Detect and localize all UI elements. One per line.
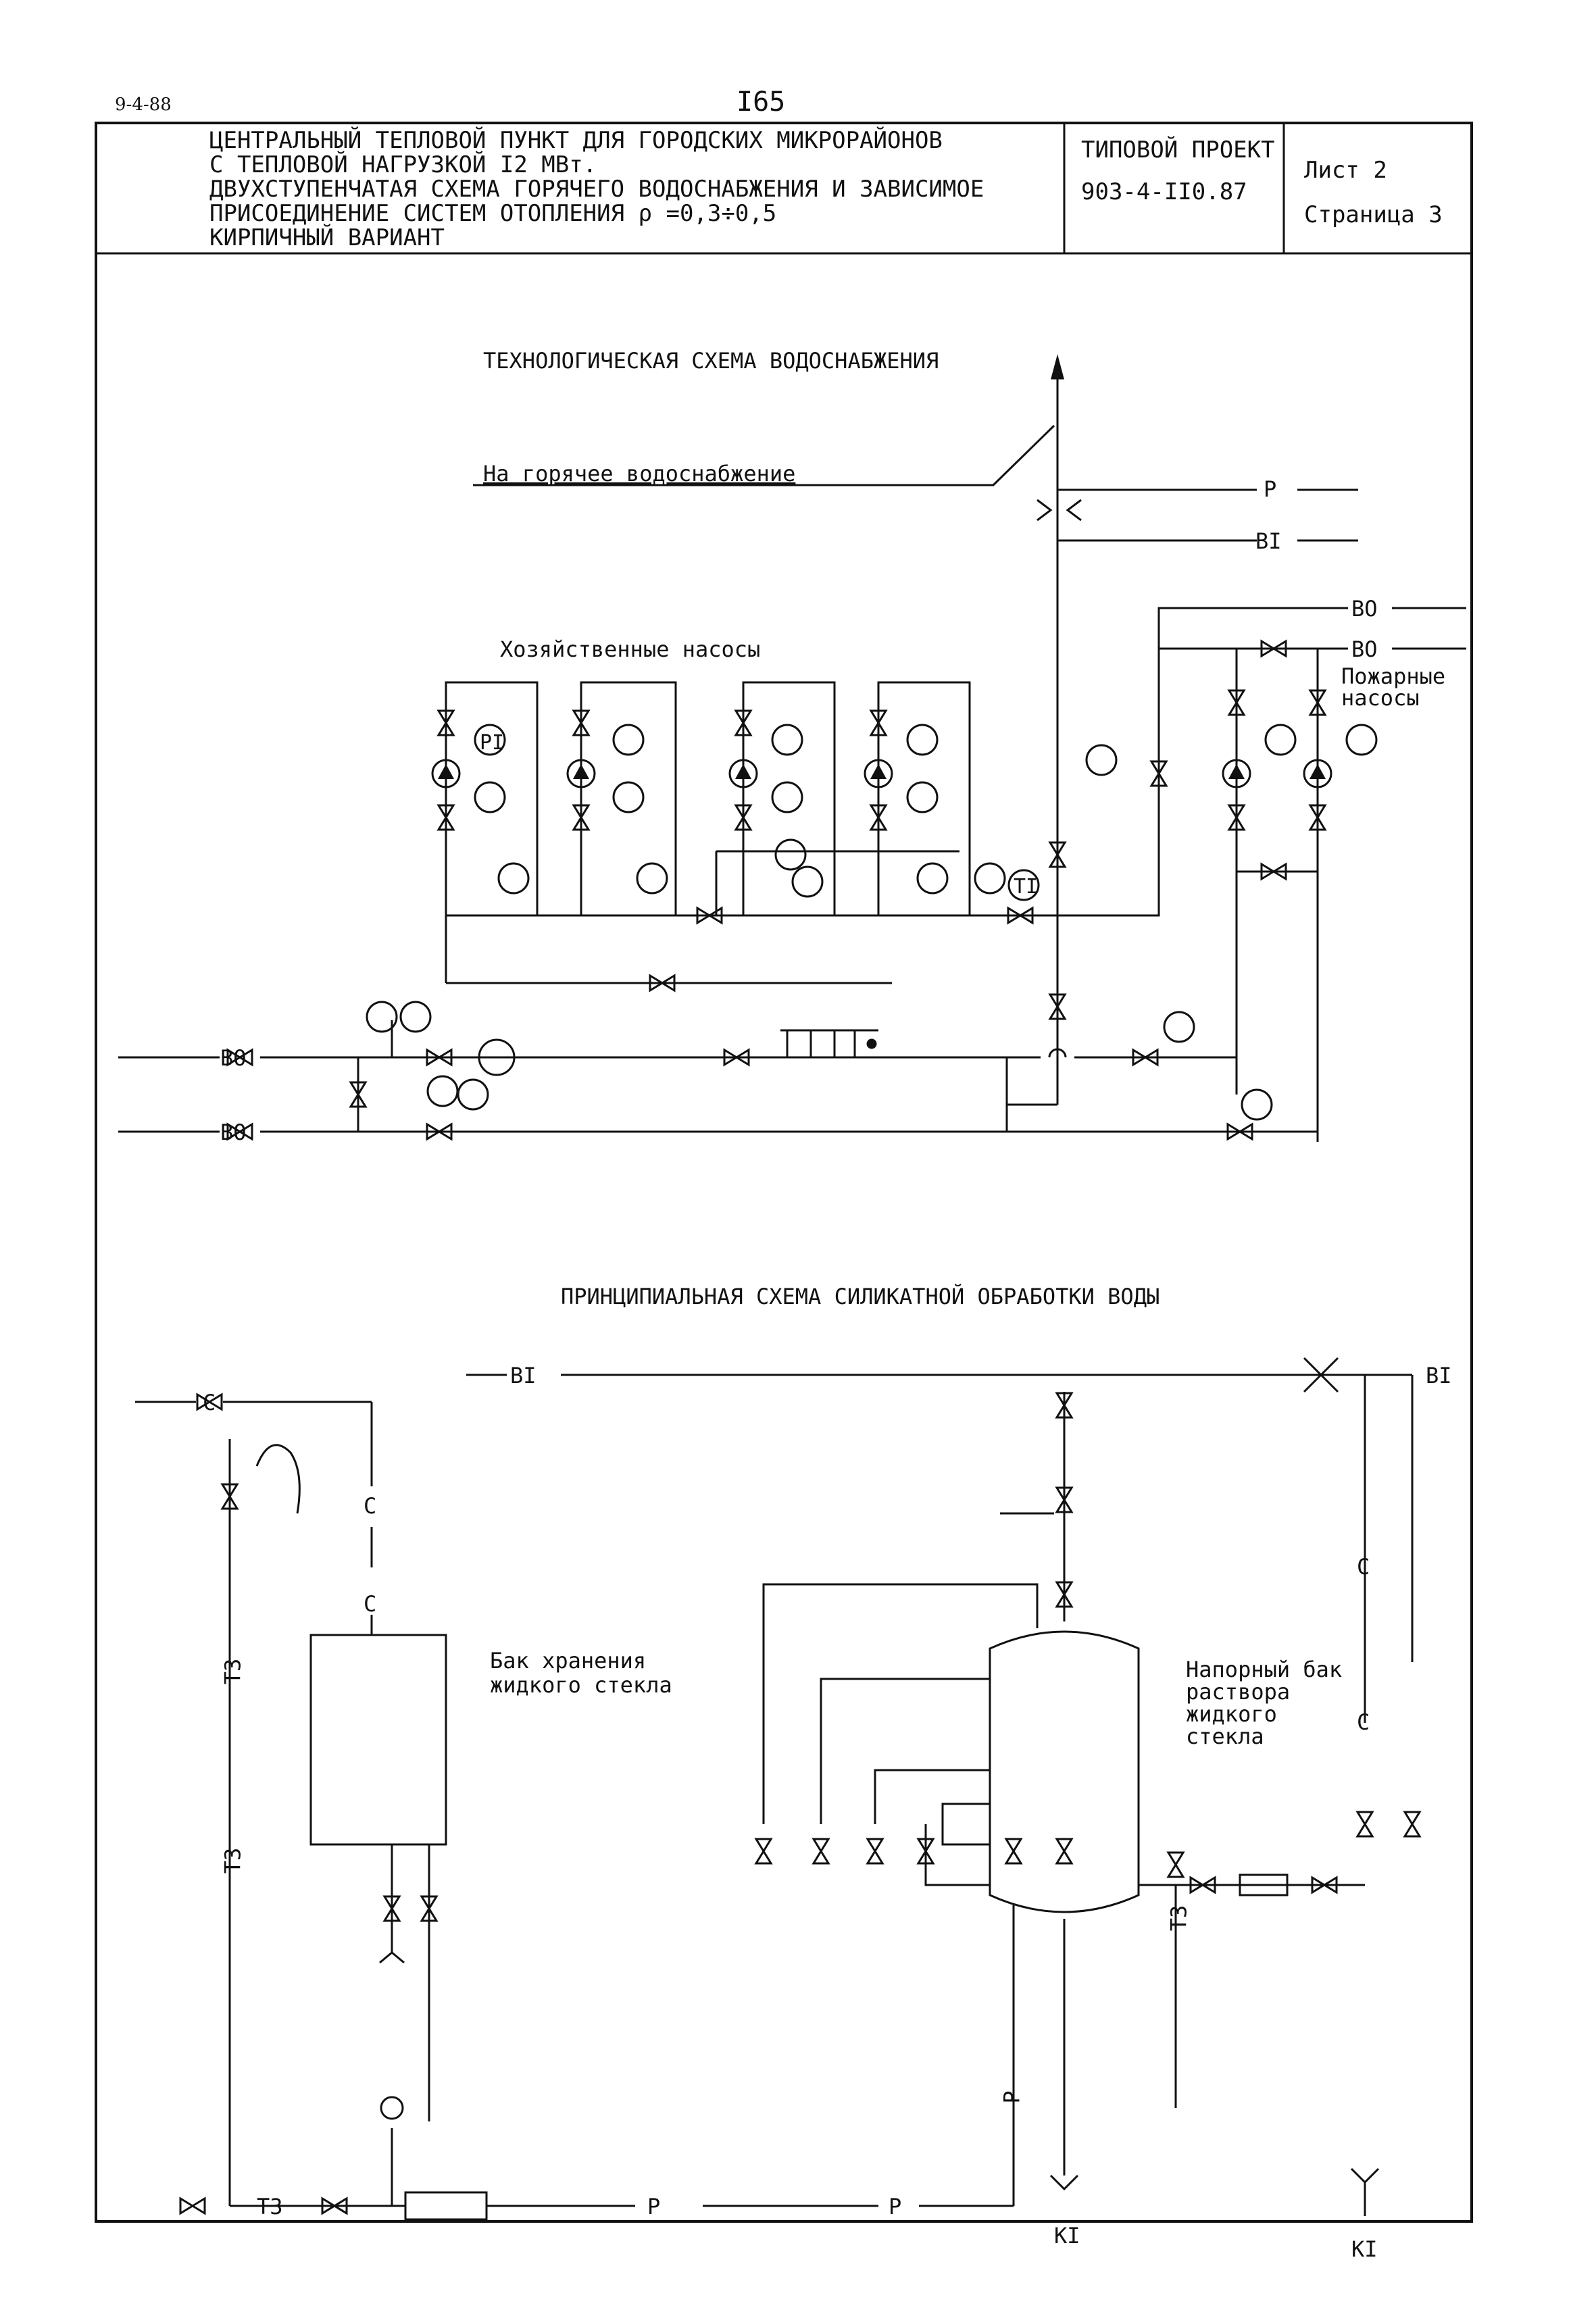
- line-c-vertical: C: [364, 1493, 377, 1519]
- line-k1-right: KI: [1351, 2236, 1378, 2262]
- fire-pumps-line-2: насосы: [1341, 685, 1420, 711]
- drawing-frame: [95, 122, 1473, 2223]
- fire-pumps-line-1: Пожарные: [1341, 663, 1446, 689]
- gauges: [366, 724, 1378, 1121]
- page-label: Страница 3: [1304, 201, 1443, 228]
- pressure-tank-line-4: стекла: [1186, 1724, 1264, 1749]
- gauge-ti-label: TI: [1014, 875, 1039, 899]
- line-p-label: P: [1264, 476, 1277, 502]
- title-line-4: ПРИСОЕДИНЕНИЕ СИСТЕМ ОТОПЛЕНИЯ ρ =0,3÷0,…: [209, 200, 777, 227]
- line-c-top: C: [203, 1390, 216, 1415]
- line-t3-right: T3: [1166, 1905, 1192, 1932]
- line-b1-right: BI: [1426, 1363, 1452, 1388]
- title-block: ЦЕНТРАЛЬНЫЙ ТЕПЛОВОЙ ПУНКТ ДЛЯ ГОРОДСКИХ…: [209, 128, 984, 250]
- fire-pumps-label: Пожарные насосы: [1341, 665, 1445, 709]
- line-b0-upper-1: BO: [1351, 596, 1378, 622]
- line-t3-lower: T3: [220, 1847, 246, 1874]
- title-line-1: ЦЕНТРАЛЬНЫЙ ТЕПЛОВОЙ ПУНКТ ДЛЯ ГОРОДСКИХ…: [209, 127, 943, 154]
- storage-tank-line-2: жидкого стекла: [490, 1672, 672, 1698]
- pressure-tank-line-1: Напорный бак: [1186, 1657, 1343, 1682]
- line-p-vertical: P: [999, 2090, 1025, 2104]
- pressure-tank-line-2: раствора: [1186, 1679, 1291, 1705]
- storage-tank-label: Бак хранения жидкого стекла: [490, 1649, 672, 1697]
- hot-supply-leader: [473, 424, 1055, 486]
- title-line-5: КИРПИЧНЫЙ ВАРИАНТ: [209, 224, 445, 251]
- sheet-label: Лист 2: [1304, 157, 1387, 184]
- title-line-2: С ТЕПЛОВОЙ НАГРУЗКОЙ I2 МВт.: [209, 151, 597, 178]
- storage-tank-line-1: Бак хранения: [490, 1648, 647, 1674]
- line-b0-lower-2: BO: [220, 1120, 247, 1145]
- page-number: I65: [737, 86, 786, 118]
- line-b1-left: BI: [510, 1363, 537, 1388]
- line-c-right-1: C: [1357, 1554, 1370, 1580]
- gauge-pi-label: PI: [480, 731, 505, 755]
- valves: [179, 640, 1421, 2215]
- pressure-tank: [989, 1630, 1140, 1913]
- line-b0-lower-1: BO: [220, 1045, 247, 1071]
- pressure-tank-label: Напорный бак раствора жидкого стекла: [1186, 1659, 1342, 1748]
- line-p-bottom-1: P: [647, 2194, 661, 2219]
- line-b1-label: BI: [1255, 528, 1282, 554]
- line-c-right-2: C: [1357, 1709, 1370, 1735]
- title-line-3: ДВУХСТУПЕНЧАТАЯ СХЕМА ГОРЯЧЕГО ВОДОСНАБЖ…: [209, 176, 984, 203]
- project-label: ТИПОВОЙ ПРОЕКТ: [1081, 136, 1275, 164]
- line-t3-upper: T3: [220, 1658, 246, 1685]
- scheme1-title: ТЕХНОЛОГИЧЕСКАЯ СХЕМА ВОДОСНАБЖЕНИЯ: [483, 348, 939, 374]
- project-code: 903-4-II0.87: [1081, 178, 1247, 205]
- line-k1-left: KI: [1054, 2223, 1080, 2248]
- document-code: 9-4-88: [115, 95, 172, 115]
- storage-tank: [309, 1634, 447, 1846]
- pressure-tank-line-3: жидкого: [1186, 1701, 1277, 1727]
- scheme2-title: ПРИНЦИПИАЛЬНАЯ СХЕМА СИЛИКАТНОЙ ОБРАБОТК…: [561, 1284, 1160, 1309]
- line-b0-upper-2: BO: [1351, 636, 1378, 662]
- hot-supply-label: На горячее водоснабжение: [483, 461, 796, 486]
- household-pumps-label: Хозяйственные насосы: [500, 636, 761, 662]
- line-c-tank: C: [364, 1591, 377, 1617]
- line-p-bottom-2: P: [889, 2194, 902, 2219]
- line-t3-bottom: T3: [257, 2194, 283, 2219]
- pumps: [431, 759, 1332, 788]
